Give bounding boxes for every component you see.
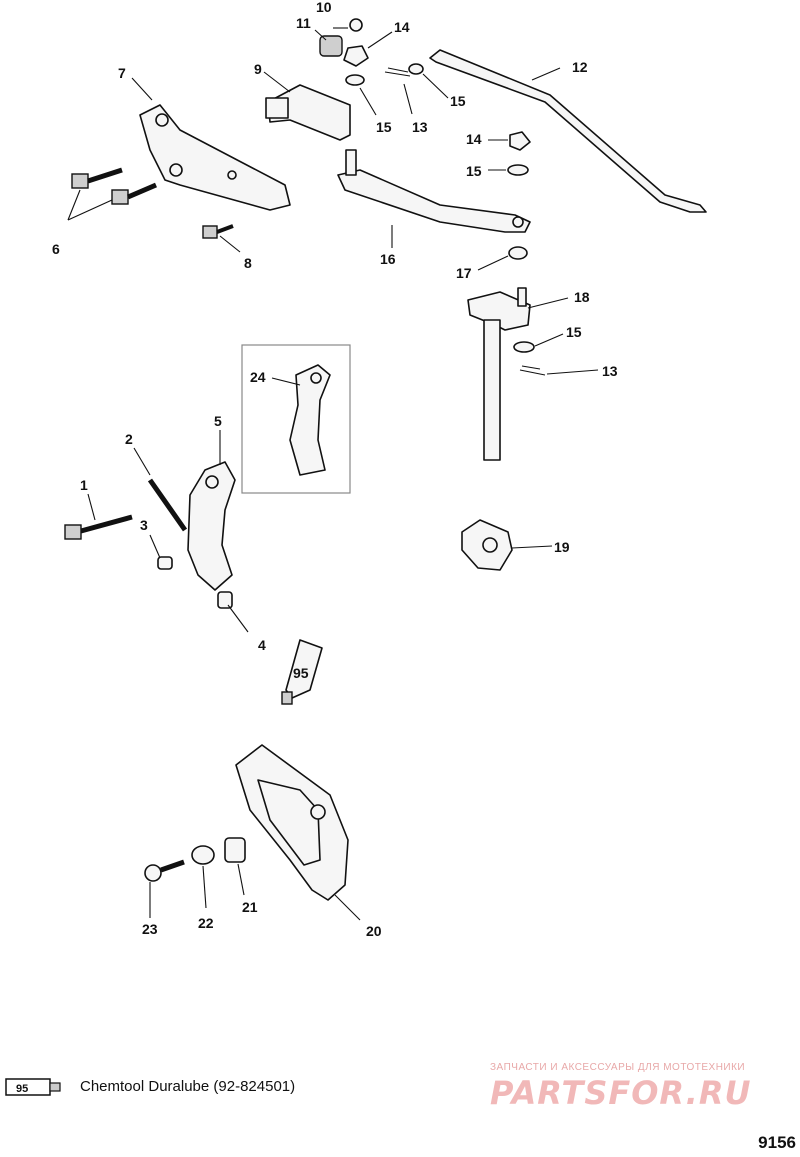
grease-tube-icon: 95 bbox=[281, 639, 323, 705]
callout-22: 22 bbox=[198, 915, 214, 931]
part-20-cover bbox=[235, 744, 349, 901]
part-14-nut-right bbox=[509, 131, 531, 151]
callout-10: 10 bbox=[316, 0, 332, 15]
part-13-cotter-pin-top bbox=[384, 67, 411, 77]
part-23-screw bbox=[144, 859, 185, 882]
callout-15-a: 15 bbox=[376, 119, 392, 135]
legend-tube-code: 95 bbox=[16, 1083, 28, 1095]
part-12-rod bbox=[429, 49, 707, 213]
part-10-screw bbox=[349, 18, 363, 32]
callout-18: 18 bbox=[574, 289, 590, 305]
callout-21: 21 bbox=[242, 899, 258, 915]
callout-23: 23 bbox=[142, 921, 158, 937]
watermark-tagline: ЗАПЧАСТИ И АКСЕССУАРЫ ДЛЯ МОТОТЕХНИКИ bbox=[490, 1062, 746, 1073]
leader-lines bbox=[67, 27, 599, 921]
part-11-spring bbox=[319, 35, 343, 57]
part-22-washer bbox=[191, 845, 215, 865]
callout-13-right: 13 bbox=[602, 363, 618, 379]
callout-12: 12 bbox=[572, 59, 588, 75]
part-16-lever bbox=[337, 149, 531, 233]
callout-13-top: 13 bbox=[412, 119, 428, 135]
part-15-washer-right bbox=[408, 63, 424, 75]
callout-3: 3 bbox=[140, 517, 148, 533]
part-13-cotter-pin-shaft bbox=[519, 365, 546, 376]
legend-tube-icon: 95 bbox=[5, 1078, 61, 1096]
part-1-bolt bbox=[64, 514, 133, 540]
legend-text: Chemtool Duralube (92-824501) bbox=[80, 1078, 296, 1095]
callout-7: 7 bbox=[118, 65, 126, 81]
callout-9: 9 bbox=[254, 61, 262, 77]
callout-5: 5 bbox=[214, 413, 222, 429]
part-9-block bbox=[265, 84, 351, 141]
part-19-cam bbox=[461, 519, 513, 571]
callout-2: 2 bbox=[125, 431, 133, 447]
callout-numbers: 1 2 3 4 5 6 7 8 9 10 11 12 13 13 14 14 1… bbox=[52, 0, 618, 939]
callout-15-b: 15 bbox=[450, 93, 466, 109]
part-2-bolt bbox=[147, 478, 188, 532]
watermark-logo: PARTSFOR.RU bbox=[490, 1074, 752, 1112]
callout-11: 11 bbox=[296, 15, 311, 31]
callout-15-d: 15 bbox=[566, 324, 582, 340]
part-6-bolts bbox=[71, 167, 157, 205]
part-18-shaft bbox=[467, 287, 531, 461]
part-21-bushing bbox=[224, 837, 246, 863]
part-8-bolt bbox=[202, 224, 234, 239]
callout-19: 19 bbox=[554, 539, 570, 555]
callout-1: 1 bbox=[80, 477, 88, 493]
part-14-nut-top bbox=[343, 45, 369, 67]
part-4-bushing bbox=[217, 591, 233, 609]
tube-label: 95 bbox=[293, 665, 309, 681]
callout-8: 8 bbox=[244, 255, 252, 271]
part-3-bushing bbox=[157, 556, 173, 570]
diagram-number: 9156 bbox=[758, 1133, 796, 1152]
inset-part-24 bbox=[241, 344, 351, 494]
part-17-nut bbox=[508, 246, 528, 260]
part-15-washer-top bbox=[345, 74, 365, 86]
callout-24: 24 bbox=[250, 369, 266, 385]
part-15-washer-right2 bbox=[507, 164, 529, 176]
part-5-lever bbox=[187, 461, 236, 591]
callout-14-top: 14 bbox=[394, 19, 410, 35]
part-7-bracket bbox=[139, 104, 291, 211]
callout-6: 6 bbox=[52, 241, 60, 257]
callout-14-right: 14 bbox=[466, 131, 482, 147]
callout-20: 20 bbox=[366, 923, 382, 939]
part-15-washer-shaft bbox=[513, 341, 535, 353]
callout-17: 17 bbox=[456, 265, 472, 281]
callout-16: 16 bbox=[380, 251, 396, 267]
callout-4: 4 bbox=[258, 637, 266, 653]
callout-15-c: 15 bbox=[466, 163, 482, 179]
